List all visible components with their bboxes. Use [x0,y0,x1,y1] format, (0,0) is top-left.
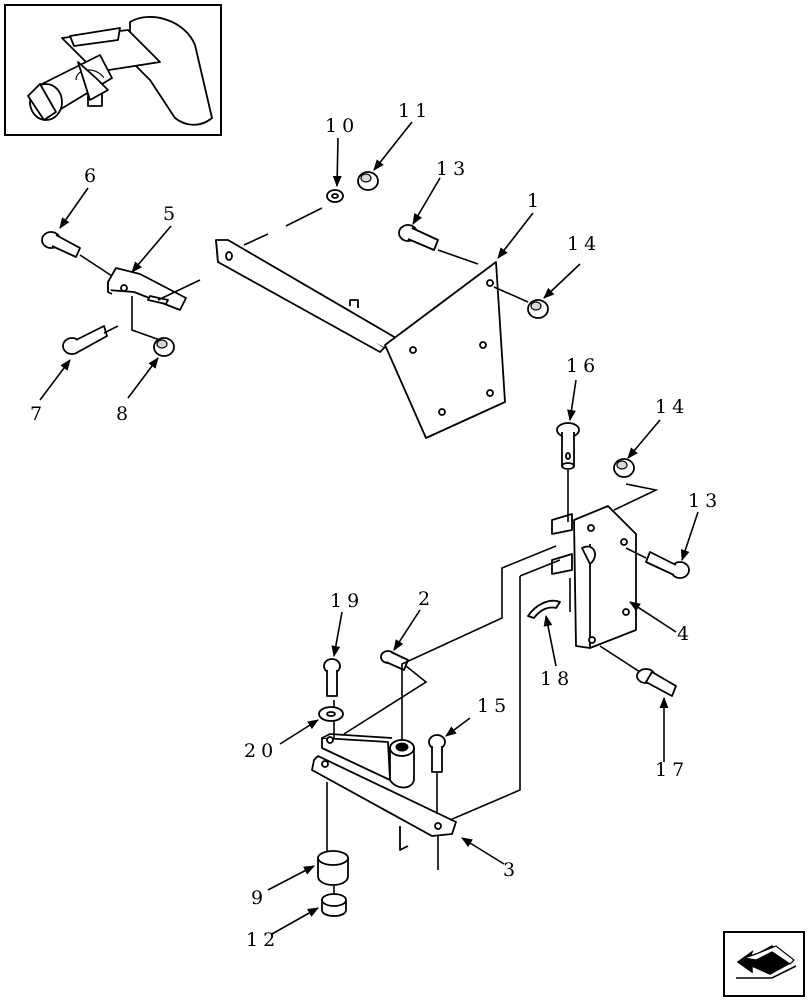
part-18-hair-pin-clip [527,599,561,619]
callout-label-15: 15 [477,695,511,717]
part-11-nut [357,171,379,191]
part-5-plate [107,267,187,311]
part-7-bolt [62,325,108,355]
callout-label-16: 16 [566,355,600,377]
callout-label-8: 8 [116,403,133,425]
callout-label-14b: 14 [655,396,689,418]
part-16-clevis-pin [556,422,580,470]
callout-label-19: 19 [330,590,364,612]
callout-label-12: 12 [246,929,280,951]
callout-label-3: 3 [503,859,520,881]
part-13-bolt-right [645,551,690,579]
callout-label-4: 4 [677,623,694,645]
callout-label-14a: 14 [567,233,601,255]
callout-label-1: 1 [527,190,544,212]
callout-label-2: 2 [418,588,435,610]
part-1-support-bracket [215,239,506,439]
part-14-nut-right [613,458,635,478]
locator-inset [4,4,222,136]
part-8-nut [153,337,175,357]
callout-label-10: 10 [325,115,359,137]
callout-label-6: 6 [84,165,101,187]
part-10-washer [326,189,344,203]
part-17-bolt [636,668,677,697]
callout-label-7: 7 [30,403,47,425]
callout-label-20: 20 [244,740,278,762]
leader-arrows [39,121,699,935]
callout-label-9: 9 [251,887,268,909]
part-12-nut [321,893,347,917]
callout-label-13a: 13 [436,158,470,180]
callout-label-5: 5 [163,203,180,225]
part-20-washer [318,706,344,722]
part-3-arm-plate [311,733,457,851]
part-15-bolt [428,734,446,773]
back-arrow-icon[interactable] [723,931,805,997]
callout-label-17: 17 [655,759,689,781]
part-4-hinge-bracket [551,505,637,649]
callout-label-18: 18 [540,668,574,690]
part-19-bolt [323,658,341,697]
assembly-lines [79,207,659,894]
part-9-spacer [317,850,349,886]
part-6-bolt [41,231,81,258]
part-14-nut-upper [527,299,549,319]
callout-label-11: 11 [398,100,432,122]
callout-label-13b: 13 [688,490,722,512]
part-2-set-screw [380,650,409,671]
callout-labels: 1 2 3 4 5 6 7 8 9 10 11 12 13 13 14 14 1… [30,100,722,951]
part-13-bolt-upper [398,224,439,251]
